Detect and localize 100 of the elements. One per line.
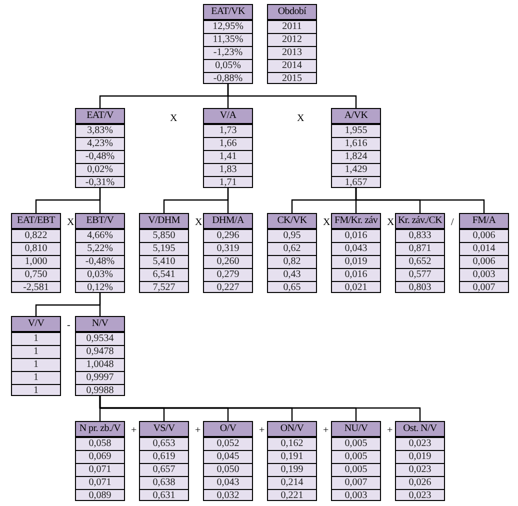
table-cell: 1,429 — [332, 164, 380, 177]
table-cell: 1 — [12, 346, 60, 359]
table-cell: 0,95 — [268, 230, 316, 243]
operator-symbol: - — [67, 320, 70, 332]
data-table — [331, 213, 381, 293]
table-cell-text: 0,65 — [282, 282, 302, 294]
operator-symbol: X — [170, 113, 178, 125]
table-cell: 4,23% — [76, 138, 124, 151]
operator-symbol: X — [387, 217, 394, 229]
operator-symbol: X — [297, 113, 304, 125]
data-table — [267, 4, 317, 84]
table-cell: 0,043 — [332, 243, 380, 256]
table-cell: 0,043 — [204, 477, 252, 490]
table-cell: 0,871 — [396, 243, 444, 256]
column-header: V/DHM — [140, 214, 188, 230]
table-cell-text: 2015 — [281, 73, 303, 85]
table-cell: 0,045 — [204, 451, 252, 464]
data-table — [139, 421, 189, 501]
table-cell: 0,619 — [140, 451, 188, 464]
column-header: O/V — [204, 422, 252, 438]
operator-symbol: X — [67, 217, 74, 229]
table-cell-text: 0,803 — [408, 282, 432, 294]
table-cell: 0,9997 — [76, 372, 124, 385]
operator-symbol: X — [195, 217, 202, 229]
table-cell: 0,069 — [76, 451, 124, 464]
column-header: V/A — [204, 109, 252, 125]
table-cell: 0,657 — [140, 464, 188, 477]
connector-line — [227, 84, 357, 108]
data-table — [203, 213, 253, 293]
table-cell: 0,007 — [332, 477, 380, 490]
table-cell: 1,0048 — [76, 359, 124, 372]
column-header: V/V — [12, 317, 60, 333]
table-cell: 1,41 — [204, 151, 252, 164]
table-cell: 5,410 — [140, 256, 188, 269]
table-cell: 0,822 — [12, 230, 60, 243]
table-cell: 5,850 — [140, 230, 188, 243]
data-table — [267, 421, 317, 501]
table-cell: 0,071 — [76, 464, 124, 477]
table-cell: 0,05% — [204, 60, 252, 73]
data-table — [395, 421, 445, 501]
table-cell: 0,162 — [268, 438, 316, 451]
table-cell-text: 0,9988 — [85, 385, 115, 397]
table-cell: 0,005 — [332, 464, 380, 477]
table-cell: 0,638 — [140, 477, 188, 490]
table-cell-text: 7,527 — [152, 282, 176, 294]
data-table — [331, 108, 381, 188]
table-cell: 2011 — [268, 21, 316, 34]
data-table — [459, 213, 509, 293]
connector-line — [99, 293, 101, 316]
column-header: EBT/V — [76, 214, 124, 230]
table-cell: 0,03% — [76, 269, 124, 282]
table-cell: 1,824 — [332, 151, 380, 164]
column-header: N/V — [76, 317, 124, 333]
table-cell: 0,019 — [396, 451, 444, 464]
table-cell: 0,296 — [204, 230, 252, 243]
table-cell: 4,66% — [76, 230, 124, 243]
table-cell-text: 0,12% — [86, 282, 114, 294]
table-cell: 1,955 — [332, 125, 380, 138]
table-cell-text: 0,023 — [408, 490, 432, 502]
table-cell-text: 0,221 — [280, 490, 304, 502]
table-cell: 0,006 — [460, 230, 508, 243]
table-cell-text: 1,657 — [344, 177, 368, 189]
data-table — [139, 213, 189, 293]
table-cell: 0,019 — [332, 256, 380, 269]
table-cell: 12,95% — [204, 21, 252, 34]
table-cell: -1,23% — [204, 47, 252, 60]
table-cell: 0,260 — [204, 256, 252, 269]
table-cell: 0,833 — [396, 230, 444, 243]
data-table — [395, 213, 445, 293]
table-cell: -0,48% — [76, 151, 124, 164]
data-table — [11, 316, 61, 396]
table-cell: 0,82 — [268, 256, 316, 269]
table-cell: 0,016 — [332, 269, 380, 282]
operator-symbol: + — [195, 425, 201, 437]
table-cell-text: 0,631 — [152, 490, 176, 502]
table-cell: 0,02% — [76, 164, 124, 177]
table-cell: 0,016 — [332, 230, 380, 243]
table-cell: 0,058 — [76, 438, 124, 451]
data-table — [75, 108, 125, 188]
table-cell: 2013 — [268, 47, 316, 60]
table-cell: 0,43 — [268, 269, 316, 282]
table-cell: 2014 — [268, 60, 316, 73]
column-header: N pr. zb./V — [76, 422, 124, 438]
data-table — [75, 213, 125, 293]
table-cell: 0,052 — [204, 438, 252, 451]
table-cell: 0,071 — [76, 477, 124, 490]
table-cell: 0,653 — [140, 438, 188, 451]
table-cell-text: 0,003 — [344, 490, 368, 502]
table-cell-text: -0,88% — [212, 73, 244, 85]
table-cell: 1,73 — [204, 125, 252, 138]
table-cell: 0,750 — [12, 269, 60, 282]
column-header: FM/A — [460, 214, 508, 230]
column-header: NU/V — [332, 422, 380, 438]
table-cell: 0,023 — [396, 464, 444, 477]
table-cell: -0,48% — [76, 256, 124, 269]
data-table — [331, 421, 381, 501]
operator-symbol: + — [387, 425, 393, 437]
operator-symbol: X — [323, 217, 330, 229]
table-cell-text: -2,581 — [22, 282, 50, 294]
column-header: Období — [268, 5, 316, 21]
